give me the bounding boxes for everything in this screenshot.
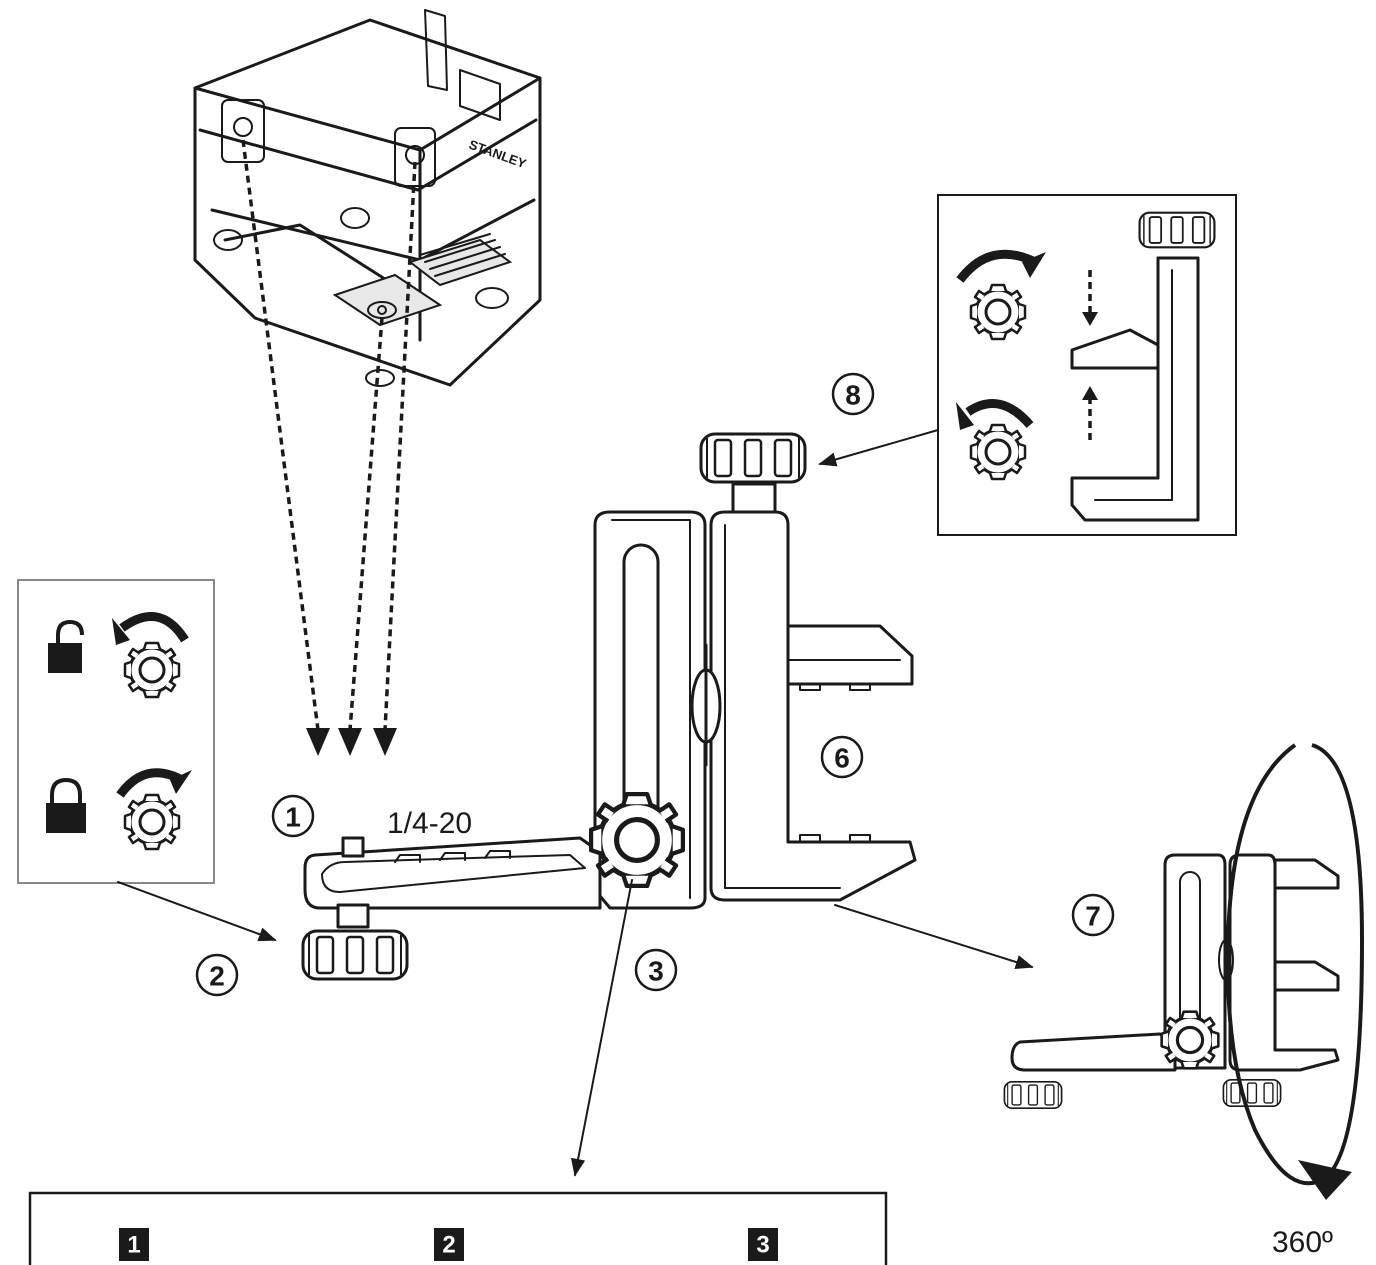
lock-panel xyxy=(17,579,215,884)
mounting-arrows xyxy=(241,139,417,756)
svg-text:7: 7 xyxy=(1085,901,1101,932)
callout-6: 6 xyxy=(820,735,864,779)
top-knob xyxy=(699,432,807,484)
svg-text:2: 2 xyxy=(209,961,225,992)
callout-2: 2 xyxy=(195,953,239,997)
callout-3: 3 xyxy=(634,948,678,992)
knob-front-icon xyxy=(969,423,1027,481)
svg-text:3: 3 xyxy=(648,956,664,987)
rotation-arrow-icon xyxy=(1225,743,1365,1200)
callout-7: 7 xyxy=(1071,893,1115,937)
jaw-panel xyxy=(937,194,1237,536)
knob-front-icon xyxy=(123,641,181,699)
rotation-label: 360º xyxy=(1272,1226,1333,1259)
counterclockwise-arrow-icon xyxy=(956,399,1034,430)
clamp-bracket xyxy=(301,432,917,981)
svg-text:1: 1 xyxy=(285,802,301,833)
knob-front-icon xyxy=(969,283,1027,341)
clockwise-arrow-icon xyxy=(116,768,192,798)
jaw-up-arrow-icon xyxy=(1082,386,1098,440)
steps-box: 1 2 3 xyxy=(28,1191,888,1265)
step-badge-1: 1 xyxy=(119,1228,149,1261)
svg-text:6: 6 xyxy=(834,743,850,774)
svg-text:8: 8 xyxy=(845,380,861,411)
padlock-closed-icon xyxy=(46,777,86,833)
laser-device: STANLEY xyxy=(193,9,542,387)
knob-front-icon xyxy=(123,793,181,851)
center-knob xyxy=(591,794,683,886)
svg-text:3: 3 xyxy=(756,1232,769,1259)
svg-text:1: 1 xyxy=(127,1232,140,1259)
jaw-down-arrow-icon xyxy=(1082,270,1098,326)
step-badge-3: 3 xyxy=(748,1228,778,1261)
thread-label: 1/4-20 xyxy=(387,807,472,840)
counterclockwise-arrow-icon xyxy=(112,611,189,645)
mini-clamp xyxy=(1070,211,1216,522)
bottom-knob xyxy=(301,929,409,981)
step-badge-2: 2 xyxy=(434,1228,464,1261)
rotation-view-clamp xyxy=(1003,853,1340,1110)
svg-text:2: 2 xyxy=(442,1232,455,1259)
callout-8: 8 xyxy=(831,372,875,416)
padlock-open-icon xyxy=(48,619,84,673)
clockwise-arrow-icon xyxy=(956,249,1046,283)
callout-1: 1 xyxy=(271,794,315,838)
